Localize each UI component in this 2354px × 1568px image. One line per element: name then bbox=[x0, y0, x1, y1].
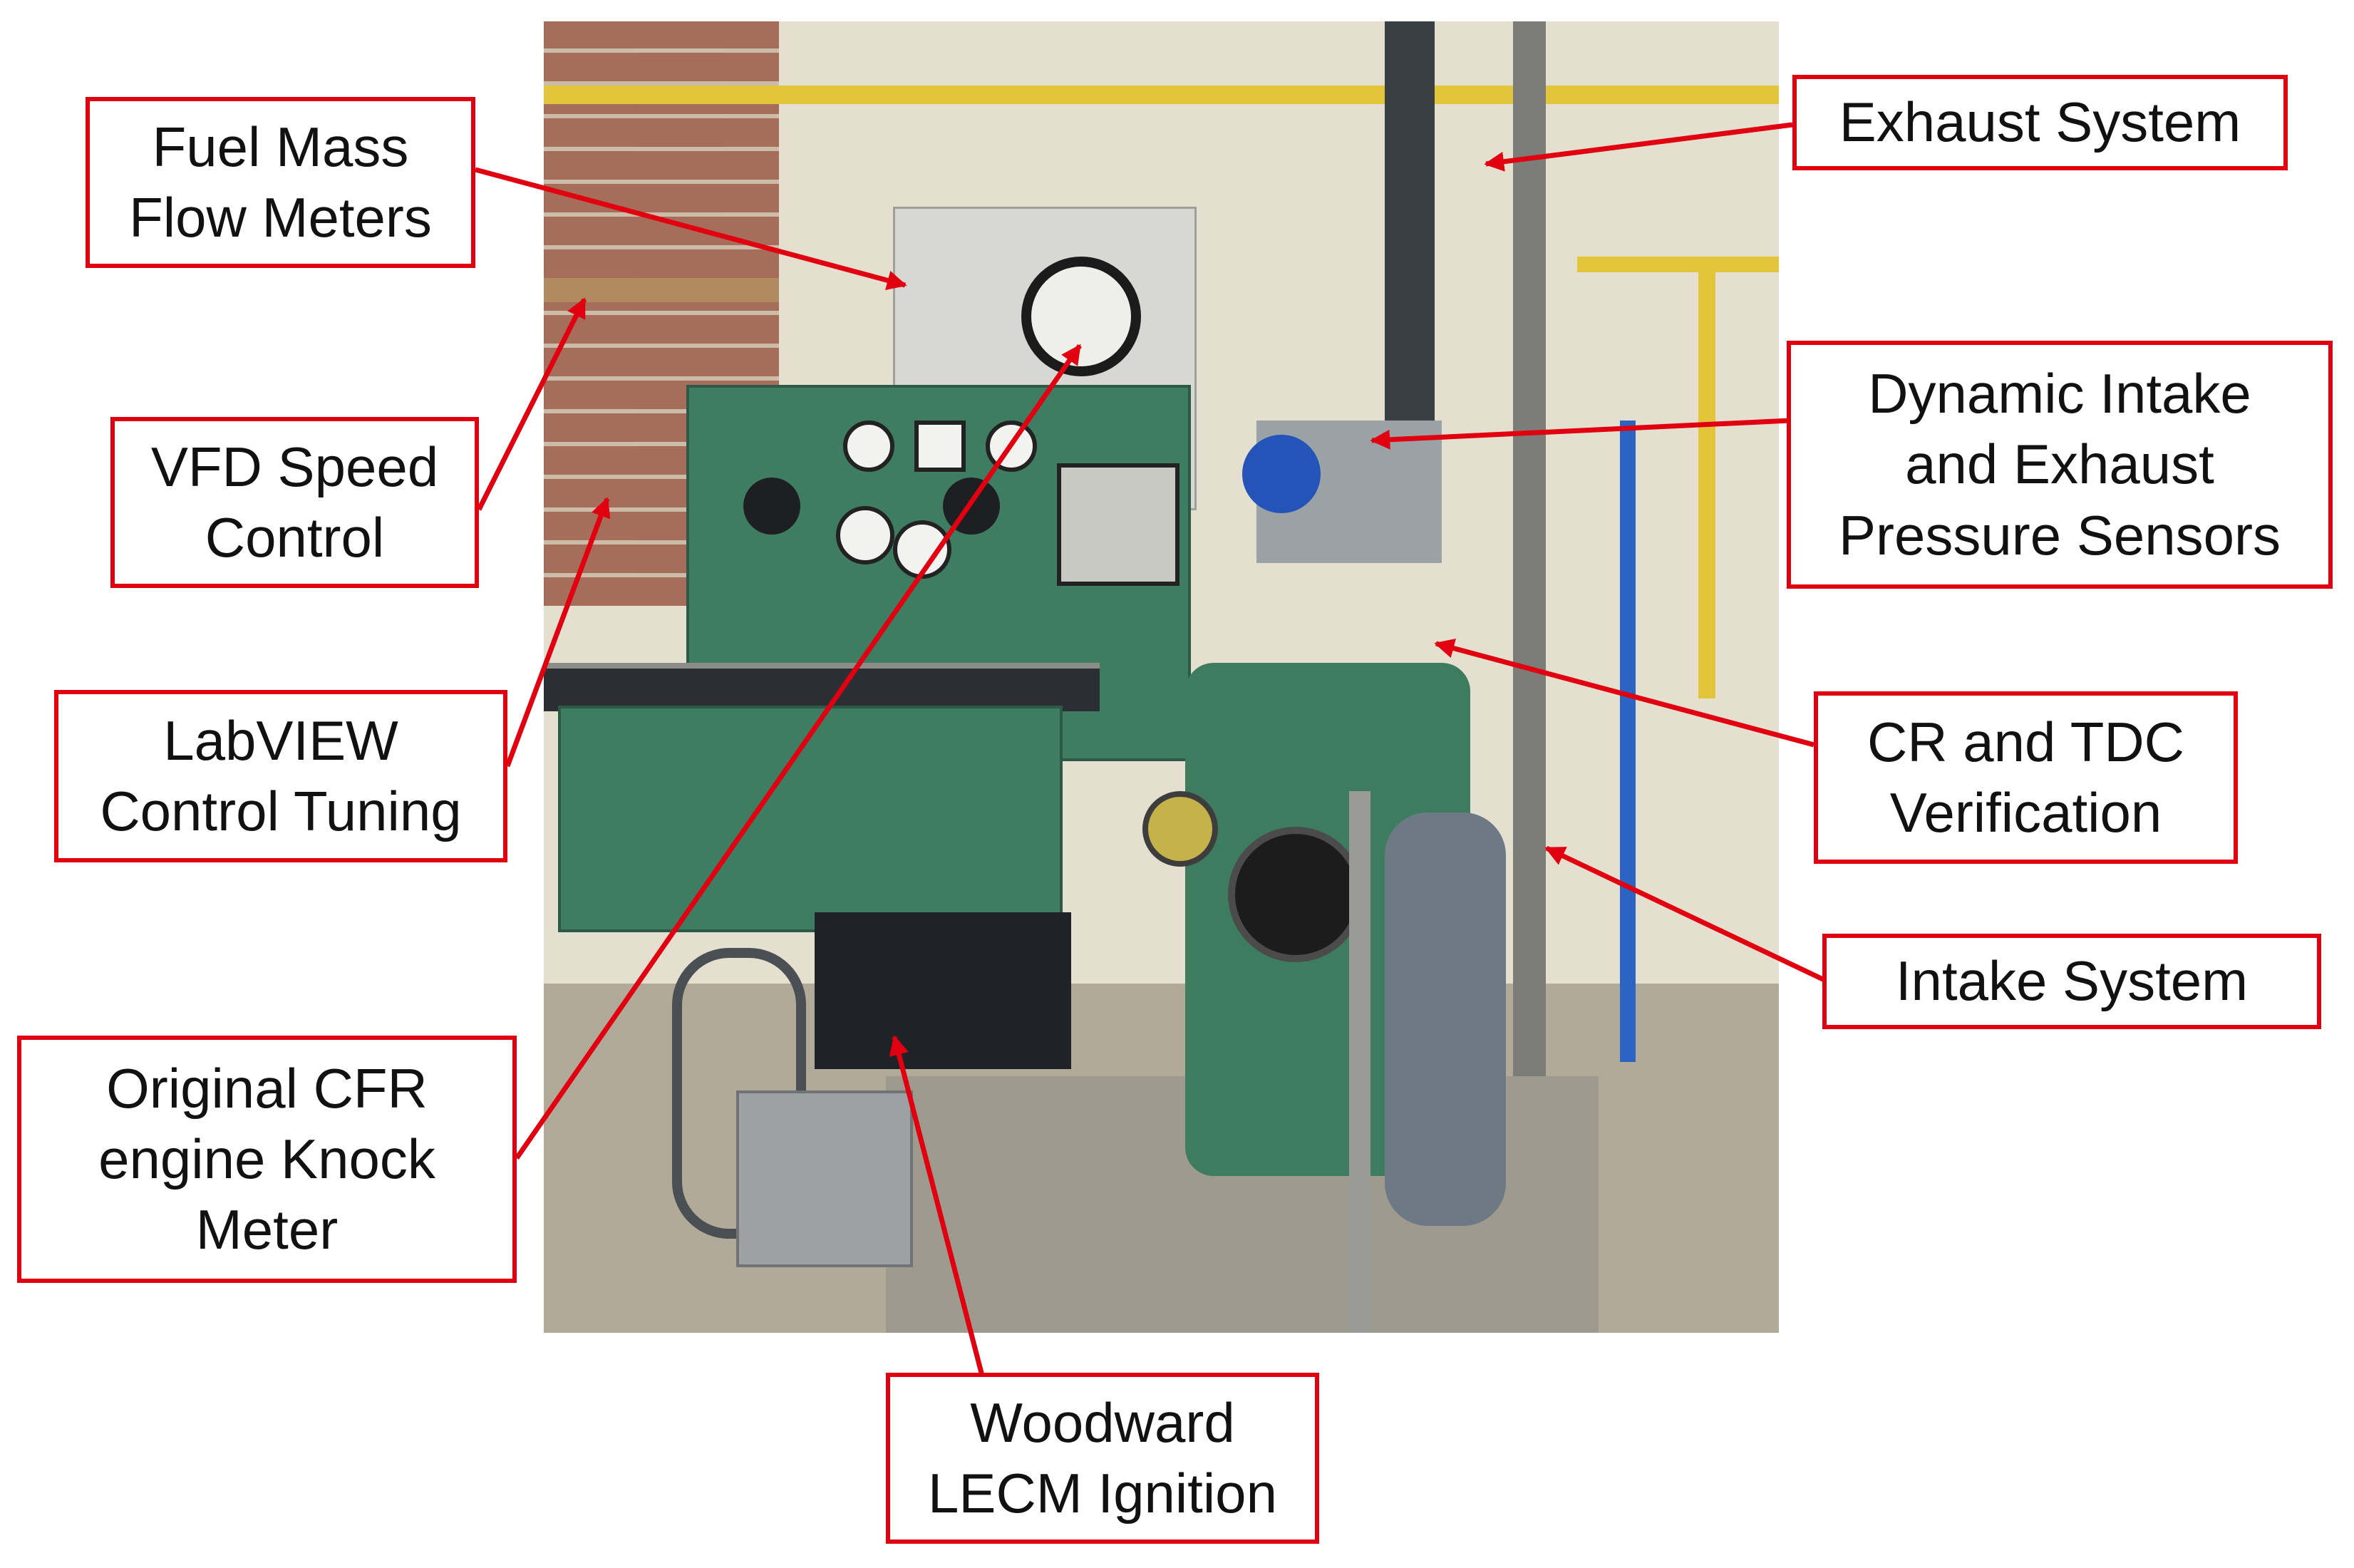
gauge bbox=[836, 506, 894, 564]
arrow-cr-tdc bbox=[1434, 638, 1814, 748]
label-text: VFD Speed Control bbox=[150, 435, 439, 569]
label-text: Exhaust System bbox=[1839, 91, 2241, 154]
label-labview-control-tuning: LabVIEW Control Tuning bbox=[54, 690, 507, 862]
label-text: Original CFR engine Knock Meter bbox=[98, 1056, 435, 1262]
label-text: LabVIEW Control Tuning bbox=[100, 708, 462, 842]
arrow-exhaust bbox=[1484, 122, 1793, 172]
unistrut-rack bbox=[1349, 791, 1370, 1333]
gauge bbox=[843, 421, 894, 472]
intake-pipe bbox=[1513, 21, 1546, 1090]
arrow-fuel-mass bbox=[475, 167, 907, 290]
label-text: Fuel Mass Flow Meters bbox=[129, 115, 432, 249]
label-text: Woodward LECM Ignition bbox=[928, 1391, 1277, 1525]
rotor-disc bbox=[1142, 791, 1218, 867]
arrow-intake bbox=[1544, 845, 1827, 984]
drawer-unit bbox=[558, 706, 1063, 932]
cfr-engine-photo bbox=[544, 21, 1779, 1333]
label-text: CR and TDC Verification bbox=[1867, 710, 2185, 844]
label-woodward-lecm-ignition: Woodward LECM Ignition bbox=[886, 1373, 1319, 1544]
label-original-cfr-knock-meter: Original CFR engine Knock Meter bbox=[17, 1036, 517, 1283]
flywheel bbox=[1228, 827, 1363, 962]
arrow-vfd bbox=[476, 297, 587, 511]
yellow-gas-pipe bbox=[1698, 257, 1715, 698]
transformer-box bbox=[736, 1090, 913, 1267]
arrow-woodward bbox=[889, 1035, 985, 1376]
gauge bbox=[914, 421, 966, 472]
label-dynamic-pressure-sensors: Dynamic Intake and Exhaust Pressure Sens… bbox=[1787, 341, 2333, 589]
yellow-gas-pipe bbox=[1577, 257, 1779, 272]
label-text: Intake System bbox=[1895, 949, 2249, 1013]
arrow-labview bbox=[505, 497, 611, 768]
blue-pipe bbox=[1620, 421, 1636, 1062]
intake-surge-tank bbox=[1385, 813, 1506, 1226]
blue-coupler bbox=[1242, 435, 1321, 513]
arrow-knock-meter bbox=[515, 344, 1082, 1160]
controller-display bbox=[1057, 463, 1179, 586]
label-cr-tdc-verification: CR and TDC Verification bbox=[1814, 691, 2238, 864]
label-text: Dynamic Intake and Exhaust Pressure Sens… bbox=[1839, 362, 2281, 567]
bench-top bbox=[544, 663, 1100, 711]
yellow-gas-pipe bbox=[544, 86, 1779, 104]
ecm-wiring bbox=[815, 912, 1071, 1069]
label-intake-system: Intake System bbox=[1822, 934, 2321, 1029]
label-exhaust-system: Exhaust System bbox=[1792, 75, 2288, 170]
arrow-pressure-sensors bbox=[1370, 418, 1791, 450]
label-vfd-speed-control: VFD Speed Control bbox=[110, 417, 479, 588]
gauge-blank bbox=[743, 478, 800, 535]
label-fuel-mass-flow-meters: Fuel Mass Flow Meters bbox=[86, 97, 475, 268]
